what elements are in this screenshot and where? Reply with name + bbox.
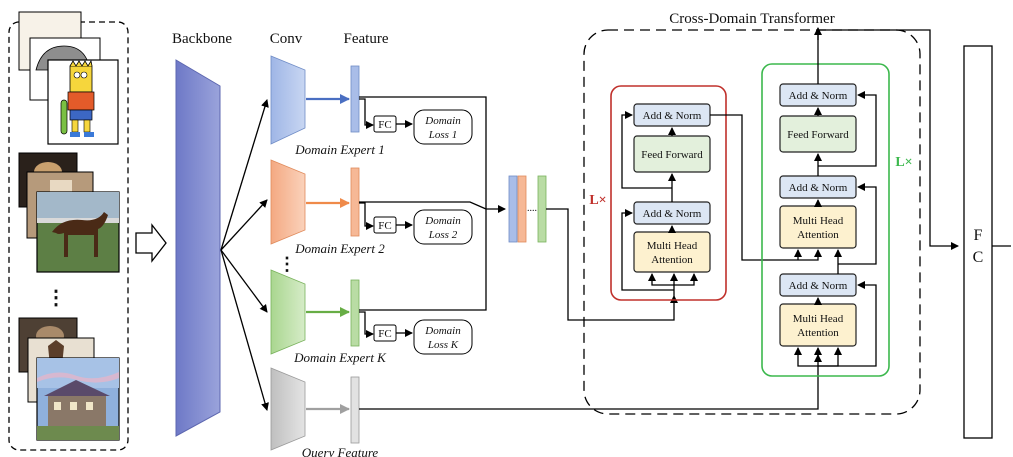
backbone-header: Backbone — [172, 31, 232, 47]
svg-text:Domain: Domain — [424, 325, 461, 337]
svg-text:Feed Forward: Feed Forward — [787, 129, 849, 141]
concatenated-tokens: .... — [508, 175, 547, 243]
input-images-panel: ⋮ — [8, 11, 129, 451]
expert-k-feature — [350, 279, 360, 347]
final-fc-layer: F C — [963, 45, 993, 439]
backbone-block — [175, 59, 221, 437]
expert-k-domain-loss — [413, 319, 473, 355]
decoder-add-norm-1 — [779, 273, 857, 297]
encoder-output-line — [710, 114, 822, 261]
transformer-title: Cross-Domain Transformer — [669, 11, 834, 27]
expert-2-label: Domain Expert 2 — [294, 241, 385, 256]
svg-text:Multi Head: Multi Head — [793, 313, 844, 325]
encoder-multi-head-attention — [633, 231, 711, 273]
expert-1-feature — [350, 65, 360, 133]
decoder-border — [761, 63, 890, 377]
svg-text:Multi Head: Multi Head — [647, 240, 698, 252]
final-fc-label-f: F — [974, 227, 983, 244]
svg-text:Add & Norm: Add & Norm — [789, 90, 848, 102]
svg-text:Loss 2: Loss 2 — [428, 229, 458, 241]
backbone-fanout-arrows — [220, 99, 269, 411]
query-to-decoder-line — [359, 354, 822, 410]
svg-text:Add & Norm: Add & Norm — [643, 110, 702, 122]
encoder-block: L× Add & Norm Feed Forward Add & Norm Mu… — [589, 85, 727, 301]
query-conv — [270, 367, 306, 451]
expert-ellipsis: ⋮ — [278, 254, 296, 274]
expert-2-feature — [350, 167, 360, 237]
svg-text:Add & Norm: Add & Norm — [643, 208, 702, 220]
svg-text:FC: FC — [378, 220, 391, 232]
svg-text:FC: FC — [378, 119, 391, 131]
svg-text:Domain: Domain — [424, 115, 461, 127]
photo-image-stack — [18, 152, 120, 273]
decoder-repeat-label: L× — [895, 155, 912, 170]
domain-expert-k: FC Domain Loss K Domain Expert K — [270, 269, 473, 365]
conv-header: Conv — [270, 31, 303, 47]
expert-1-label: Domain Expert 1 — [294, 142, 385, 157]
query-feature: Query Feature — [270, 367, 379, 457]
svg-text:Add & Norm: Add & Norm — [789, 182, 848, 194]
svg-text:....: .... — [527, 203, 537, 214]
expert-1-domain-loss — [413, 109, 473, 145]
svg-text:Loss K: Loss K — [427, 339, 459, 351]
svg-text:FC: FC — [378, 328, 391, 340]
cross-domain-transformer-container — [583, 29, 921, 415]
feature-concat-lines — [359, 96, 506, 311]
svg-text:Add & Norm: Add & Norm — [789, 280, 848, 292]
decoder-cross-attention — [779, 205, 857, 249]
cartoon-image-stack — [18, 11, 119, 145]
expert-k-conv — [270, 269, 306, 355]
domain-expert-2: FC Domain Loss 2 Domain Expert 2 — [270, 159, 473, 256]
domain-expert-1: FC Domain Loss 1 Domain Expert 1 — [270, 55, 473, 157]
final-fc-label-c: C — [973, 249, 984, 266]
decoder-self-attention — [779, 303, 857, 347]
svg-text:Loss 1: Loss 1 — [428, 129, 457, 141]
svg-text:Attention: Attention — [651, 254, 693, 266]
decoder-output-line — [817, 29, 959, 250]
encoder-repeat-label: L× — [589, 193, 606, 208]
concat-to-encoder-line — [546, 208, 678, 321]
svg-text:Attention: Attention — [797, 327, 839, 339]
encoder-border — [610, 85, 727, 301]
query-feature-label: Query Feature — [302, 445, 379, 457]
decoder-block: L× Add & Norm Feed Forward Add & Norm Mu… — [761, 63, 913, 377]
expert-2-conv — [270, 159, 306, 245]
painting-image-stack — [18, 317, 120, 441]
input-arrow-icon — [135, 223, 167, 263]
expert-1-conv — [270, 55, 306, 145]
svg-text:Attention: Attention — [797, 229, 839, 241]
feature-header: Feature — [344, 31, 389, 47]
expert-k-label: Domain Expert K — [293, 350, 387, 365]
query-feature-vector — [350, 376, 360, 444]
expert-2-domain-loss — [413, 209, 473, 245]
svg-text:Domain: Domain — [424, 215, 461, 227]
svg-text:Multi Head: Multi Head — [793, 215, 844, 227]
image-ellipsis: ⋮ — [46, 287, 66, 309]
svg-text:Feed Forward: Feed Forward — [641, 149, 703, 161]
